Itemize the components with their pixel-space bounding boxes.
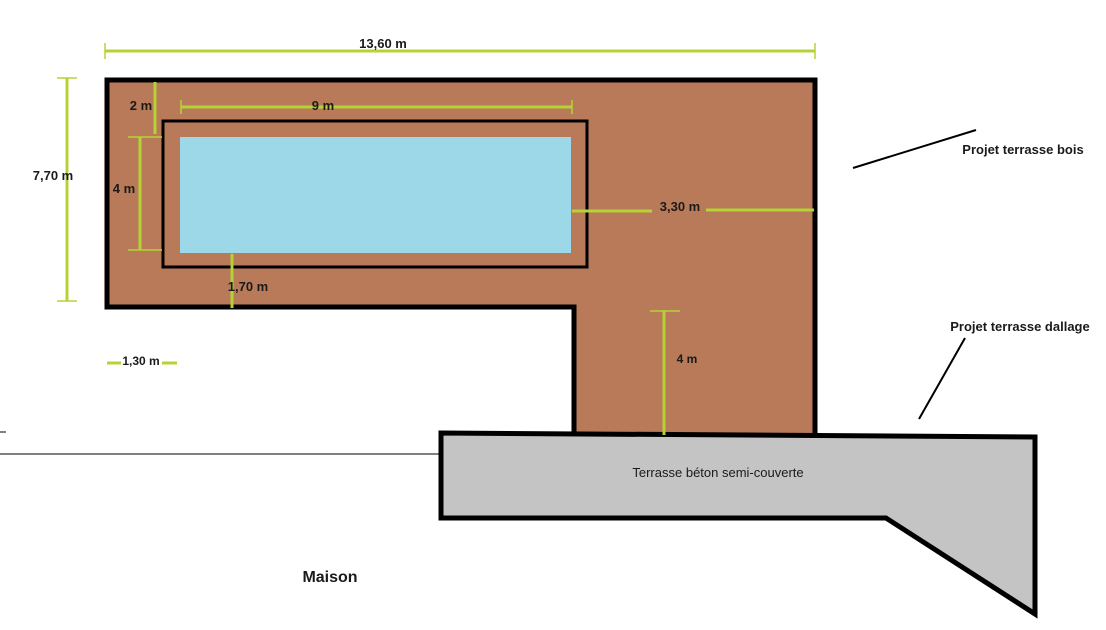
paving-terrace-pointer — [918, 337, 966, 420]
concrete-terrace-area — [438, 430, 1038, 619]
paving-terrace-project-label: Projet terrasse dallage — [950, 319, 1089, 334]
house-label: Maison — [302, 569, 357, 586]
pool-water — [180, 137, 571, 253]
pool-coping-outline — [161, 119, 589, 269]
dim-right-margin-label: 3,30 m — [660, 199, 700, 214]
dim-left-margin-label: 1,30 m — [122, 354, 159, 368]
concrete-terrace-label: Terrasse béton semi-couverte — [632, 465, 803, 480]
dim-pool-width-label: 4 m — [113, 181, 135, 196]
dim-walkway-label: 4 m — [677, 352, 698, 366]
dimension-lines — [57, 43, 816, 435]
dim-top-margin-label: 2 m — [130, 98, 152, 113]
dim-total-length-label: 13,60 m — [359, 36, 407, 51]
wood-deck-area — [104, 77, 818, 440]
dim-bottom-margin-label: 1,70 m — [228, 279, 268, 294]
dim-total-width-label: 7,70 m — [33, 168, 73, 183]
wood-terrace-project-label: Projet terrasse bois — [962, 142, 1083, 157]
wood-terrace-pointer — [852, 129, 977, 169]
dim-pool-length-label: 9 m — [312, 98, 334, 113]
